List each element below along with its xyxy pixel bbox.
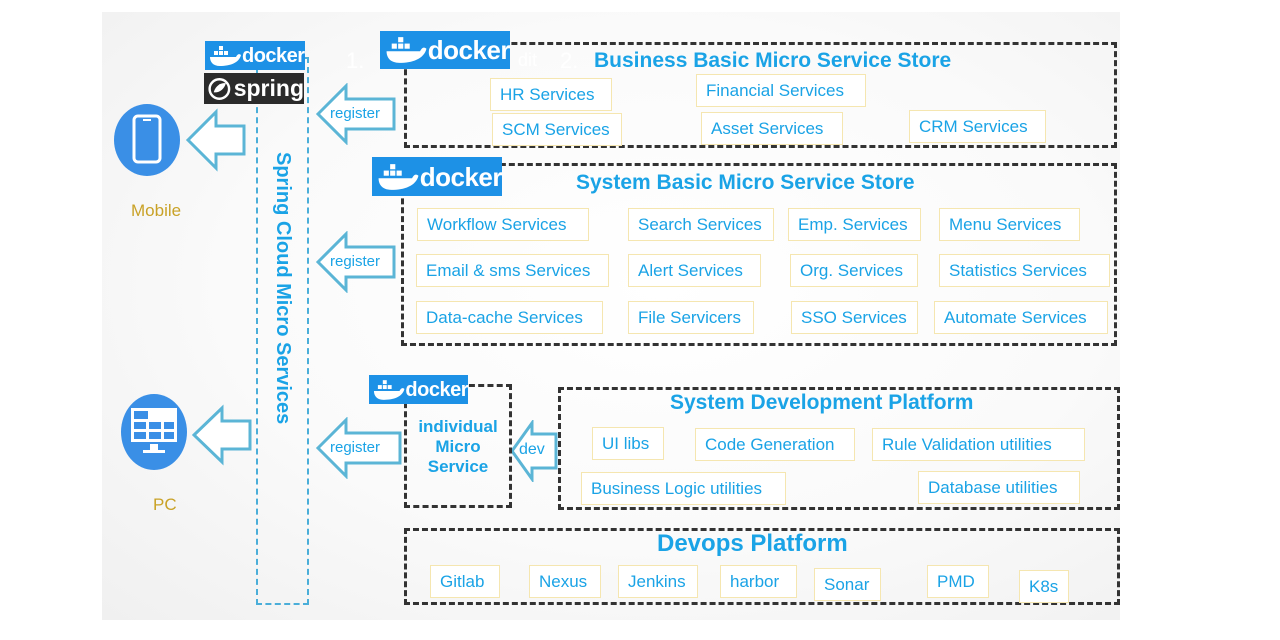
mobile-icon (114, 104, 180, 176)
arrow-to-pc-icon (192, 404, 252, 466)
overlay-text-dit: dit (518, 50, 538, 70)
devops-item: harbor (720, 565, 797, 598)
overlay-text-1: 1. (346, 48, 365, 73)
devops-item: PMD (927, 565, 989, 598)
business-service: Financial Services (696, 74, 866, 107)
dev-platform-item: Business Logic utilities (581, 472, 786, 505)
spring-cloud-label: Spring Cloud Micro Services (272, 152, 294, 425)
system-service: Statistics Services (939, 254, 1110, 287)
individual-line-2: Micro (435, 437, 481, 456)
overlay-text-2: 2. (560, 48, 579, 73)
spring-logo: spring (204, 73, 304, 104)
system-service: Search Services (628, 208, 774, 241)
devops-platform-title: Devops Platform (657, 530, 848, 557)
devops-item: K8s (1019, 570, 1069, 603)
devops-item: Nexus (529, 565, 601, 598)
devops-item: Sonar (814, 568, 881, 601)
system-service: Menu Services (939, 208, 1080, 241)
dev-platform-title: System Development Platform (670, 391, 974, 414)
system-service: Org. Services (790, 254, 918, 287)
system-store-title: System Basic Micro Service Store (576, 171, 915, 194)
docker-logo-top-left: docker (205, 41, 305, 70)
docker-wordmark: docker (427, 35, 510, 65)
pc-icon (121, 394, 187, 470)
individual-line-1: individual (418, 417, 498, 436)
docker-wordmark: docker (405, 378, 468, 401)
business-service: CRM Services (909, 110, 1046, 143)
dev-platform-item: Database utilities (918, 471, 1080, 504)
dev-platform-item: UI libs (592, 427, 664, 460)
system-service: Alert Services (628, 254, 761, 287)
dev-platform-item: Rule Validation utilities (872, 428, 1085, 461)
system-service: Email & sms Services (416, 254, 609, 287)
arrow-to-mobile-icon (186, 108, 246, 172)
register-label-1: register (330, 105, 381, 122)
register-label-3: register (330, 439, 381, 456)
docker-wordmark: docker (242, 44, 305, 67)
business-service: Asset Services (701, 112, 843, 145)
dev-platform-box (558, 387, 1120, 510)
individual-service-label: individual Micro Service (408, 417, 508, 477)
business-service: HR Services (490, 78, 612, 111)
docker-logo-business: docker (380, 31, 510, 69)
dev-arrow-icon (510, 420, 558, 482)
business-store-box (404, 42, 1117, 148)
docker-logo-individual: docker (369, 375, 468, 404)
business-store-title: Business Basic Micro Service Store (594, 49, 952, 72)
system-service: File Servicers (628, 301, 754, 334)
system-service: Automate Services (934, 301, 1108, 334)
devops-platform-box (404, 528, 1120, 605)
devops-item: Jenkins (618, 565, 698, 598)
system-service: SSO Services (791, 301, 918, 334)
docker-wordmark: docker (419, 161, 502, 192)
pc-label: PC (153, 495, 177, 514)
system-store-box (401, 163, 1117, 346)
mobile-label: Mobile (131, 201, 182, 220)
system-service: Data-cache Services (416, 301, 603, 334)
docker-logo-system: docker (372, 157, 502, 196)
individual-line-3: Service (427, 457, 489, 476)
dev-label: dev (519, 441, 545, 458)
system-service: Workflow Services (417, 208, 589, 241)
register-label-2: register (330, 253, 381, 270)
business-service: SCM Services (492, 113, 622, 146)
spring-wordmark: spring (233, 75, 304, 101)
devops-item: Gitlab (430, 565, 500, 598)
dev-platform-item: Code Generation (695, 428, 855, 461)
system-service: Emp. Services (788, 208, 921, 241)
